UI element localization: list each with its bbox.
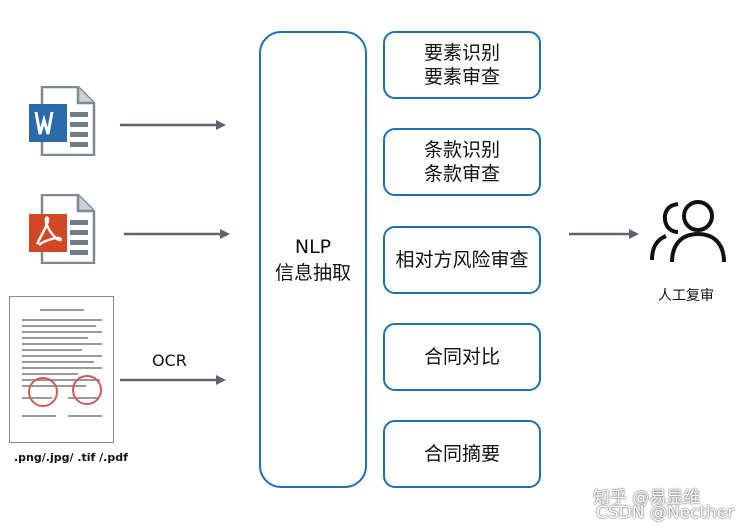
arrow-modules-to-review — [569, 229, 639, 239]
module-contract-summary: 合同摘要 — [383, 420, 541, 488]
scanned-document-image — [9, 296, 114, 443]
arrow-word-to-nlp — [120, 120, 226, 130]
word-document-icon — [29, 86, 96, 156]
module-clause-review: 条款识别 条款审查 — [383, 128, 541, 196]
module-label-line1: 合同对比 — [423, 346, 500, 368]
module-label-line1: 相对方风险审查 — [395, 249, 529, 271]
module-label-line2: 条款审查 — [423, 163, 500, 185]
module-label-line1: 合同摘要 — [423, 443, 500, 465]
manual-review-label: 人工复审 — [658, 288, 714, 304]
module-label-line1: 要素识别 — [423, 42, 500, 64]
red-seal-left — [28, 377, 58, 407]
pdf-document-icon — [29, 194, 96, 264]
module-counterparty-risk: 相对方风险审查 — [383, 226, 541, 294]
module-label-line2: 要素审查 — [423, 66, 500, 88]
file-formats-label: .png/.jpg/ .tif /.pdf — [14, 451, 128, 464]
module-label-line1: 条款识别 — [423, 139, 500, 161]
nlp-extraction-box: NLP 信息抽取 — [259, 31, 367, 488]
users-icon — [650, 200, 726, 263]
module-element-review: 要素识别 要素审查 — [383, 31, 541, 99]
watermark-csdn: CSDN @Necther — [596, 503, 735, 523]
arrow-scan-to-nlp — [120, 375, 226, 385]
arrow-pdf-to-nlp — [124, 229, 230, 239]
nlp-subtitle: 信息抽取 — [274, 261, 351, 284]
red-seal-right — [72, 375, 102, 405]
nlp-title: NLP — [294, 235, 332, 258]
ocr-label: OCR — [152, 351, 187, 370]
watermark-zhihu: 知乎 @易显维 — [593, 488, 701, 508]
module-contract-compare: 合同对比 — [383, 323, 541, 391]
